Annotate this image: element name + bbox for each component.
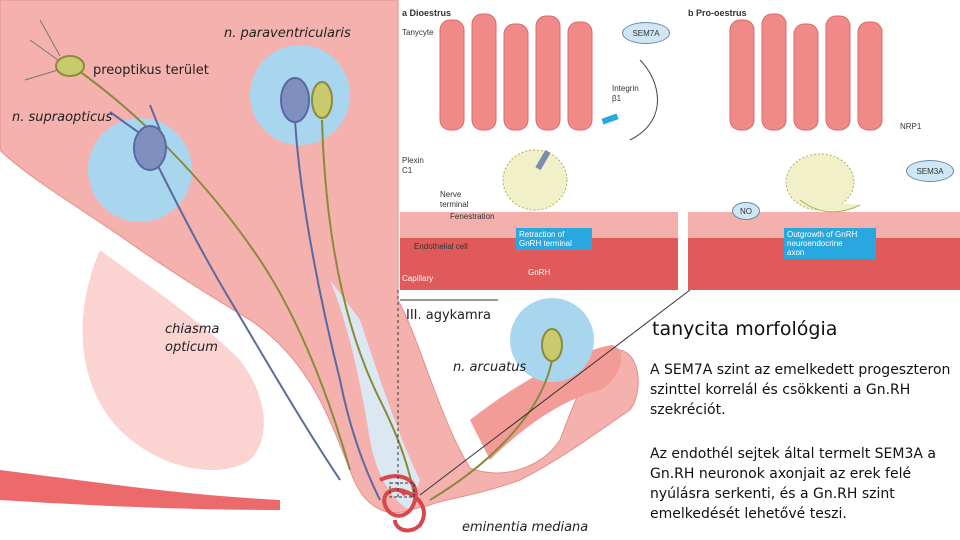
supraopticus-label: n. supraopticus: [12, 110, 113, 125]
integrin-b1-label: β1: [612, 94, 622, 103]
tanycyte-label: Tanycyte: [402, 28, 434, 37]
agykamra-label: III. agykamra: [406, 308, 491, 323]
gnrh-label: GnRH: [528, 268, 551, 277]
eminentia-label: eminentia mediana: [462, 520, 589, 535]
gnrh-neuron-paraventricularis: [311, 81, 416, 501]
neuron-paraventricularis: [280, 77, 381, 501]
zoom-lines: [389, 289, 691, 500]
sem7a-label: SEM7A: [622, 22, 670, 44]
plexin-c1-label: C1: [402, 166, 413, 175]
gnrh-neuron-arcuatus: [429, 328, 563, 501]
retraction-box: Retraction of GnRH terminal: [516, 228, 592, 250]
retraction-line2: GnRH terminal: [519, 239, 572, 248]
neuron-supraopticus: [109, 104, 341, 481]
no-label: NO: [732, 202, 760, 220]
paragraph-sem3a: Az endothél sejtek által termelt SEM3A a…: [650, 446, 936, 522]
gnrh-neuron-preoptic: [24, 19, 351, 471]
portal-vessels: [379, 474, 426, 533]
fenestration-label: Fenestration: [450, 212, 495, 221]
outgrowth-box: Outgrowth of GnRH neuroendocrine axon: [784, 228, 876, 259]
optic-tract: [0, 470, 280, 510]
preoptikus-label: preoptikus terület: [93, 63, 209, 78]
capillary-label: Capillary: [402, 274, 434, 283]
sem3a-label: SEM3A: [906, 160, 954, 182]
outgrowth-line1: Outgrowth of GnRH: [787, 230, 858, 239]
paragraph-sem7a: A SEM7A szint az emelkedett progeszteron…: [650, 362, 951, 418]
outgrowth-line3: axon: [787, 248, 805, 257]
opticum-label: opticum: [165, 340, 218, 355]
plexin-label: Plexin: [402, 156, 424, 165]
panel-a-title: a Dioestrus: [402, 8, 452, 18]
chiasma-label: chiasma: [165, 322, 220, 337]
endothelial-label: Endothelial cell: [414, 242, 468, 251]
retraction-line1: Retraction of: [519, 230, 565, 239]
panel-a: [400, 0, 678, 290]
nerve-label: Nerve: [440, 190, 462, 199]
nrp1-label: NRP1: [900, 122, 922, 131]
panel-b-title: b Pro-oestrus: [688, 8, 747, 18]
integrin-label: Integrin: [612, 84, 639, 93]
outgrowth-line2: neuroendocrine: [787, 239, 843, 248]
paraventricularis-label: n. paraventricularis: [224, 26, 351, 41]
section-heading: tanycita morfológia: [652, 318, 838, 340]
pituitary-stalk: [470, 345, 622, 460]
chiasma-region: [82, 250, 264, 470]
nerve-terminal-label: terminal: [440, 200, 469, 209]
arcuatus-label: n. arcuatus: [453, 360, 527, 375]
